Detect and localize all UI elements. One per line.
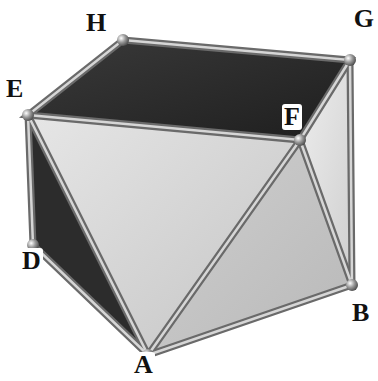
vertex-label: A [132, 352, 155, 378]
vertex-label: H [84, 10, 108, 36]
vertex-spheres [22, 34, 358, 361]
vertex-label: D [20, 248, 43, 274]
vertex-label: E [4, 76, 25, 102]
edge-tubes [28, 40, 352, 355]
vertex-label: F [282, 104, 302, 130]
vertex-label: G [352, 6, 376, 32]
vertex-label: B [350, 300, 371, 326]
